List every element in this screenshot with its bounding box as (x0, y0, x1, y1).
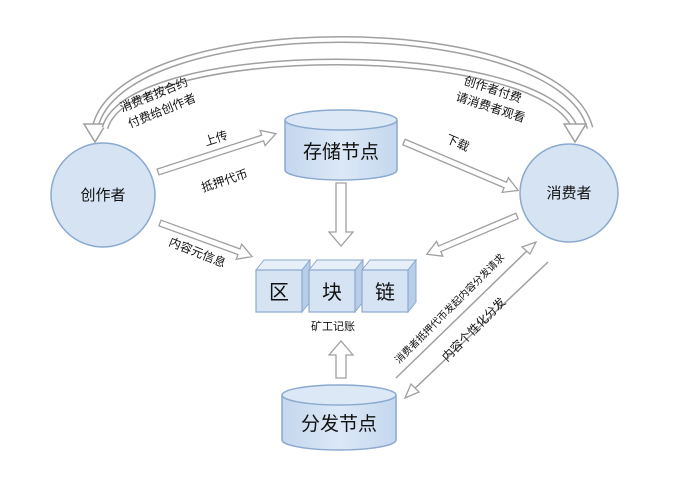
block-2-label: 块 (322, 280, 342, 304)
node-storage: 存储节点 (284, 109, 398, 181)
miner-ledger-caption: 矿工记账 (311, 320, 355, 333)
block-2: 块 (307, 258, 365, 314)
block-1-label: 区 (269, 280, 289, 304)
arrow-creator-to-blockchain (158, 219, 254, 261)
block-1: 区 (254, 258, 312, 314)
label-stake-tokens: 抵押代币 (200, 167, 250, 195)
block-3-label: 链 (375, 280, 395, 304)
label-download: 下载 (444, 132, 472, 154)
arrow-storage-to-consumer (401, 138, 520, 194)
block-3: 链 (360, 258, 418, 314)
node-creator: 创作者 (50, 142, 156, 248)
distribution-label: 分发节点 (301, 413, 377, 435)
blockchain: 区 块 链 矿工记账 (254, 258, 418, 333)
arrow-consumer-to-distribution (403, 261, 549, 400)
consumer-label: 消费者 (546, 184, 591, 202)
arrow-storage-to-blockchain (327, 182, 355, 247)
arc-arrow-creator-to-consumer (101, 58, 588, 144)
node-distribution: 分发节点 (281, 384, 397, 451)
arc-arrow-consumer-to-creator (82, 36, 594, 144)
storage-label: 存储节点 (303, 141, 379, 163)
creator-label: 创作者 (80, 186, 125, 204)
arrow-distribution-to-consumer (395, 240, 538, 379)
label-upload: 上传 (202, 127, 229, 149)
node-consumer: 消费者 (519, 143, 619, 243)
arrow-consumer-to-blockchain (425, 212, 520, 257)
arrow-distribution-to-blockchain (327, 340, 355, 379)
arrow-creator-to-storage (156, 129, 278, 176)
